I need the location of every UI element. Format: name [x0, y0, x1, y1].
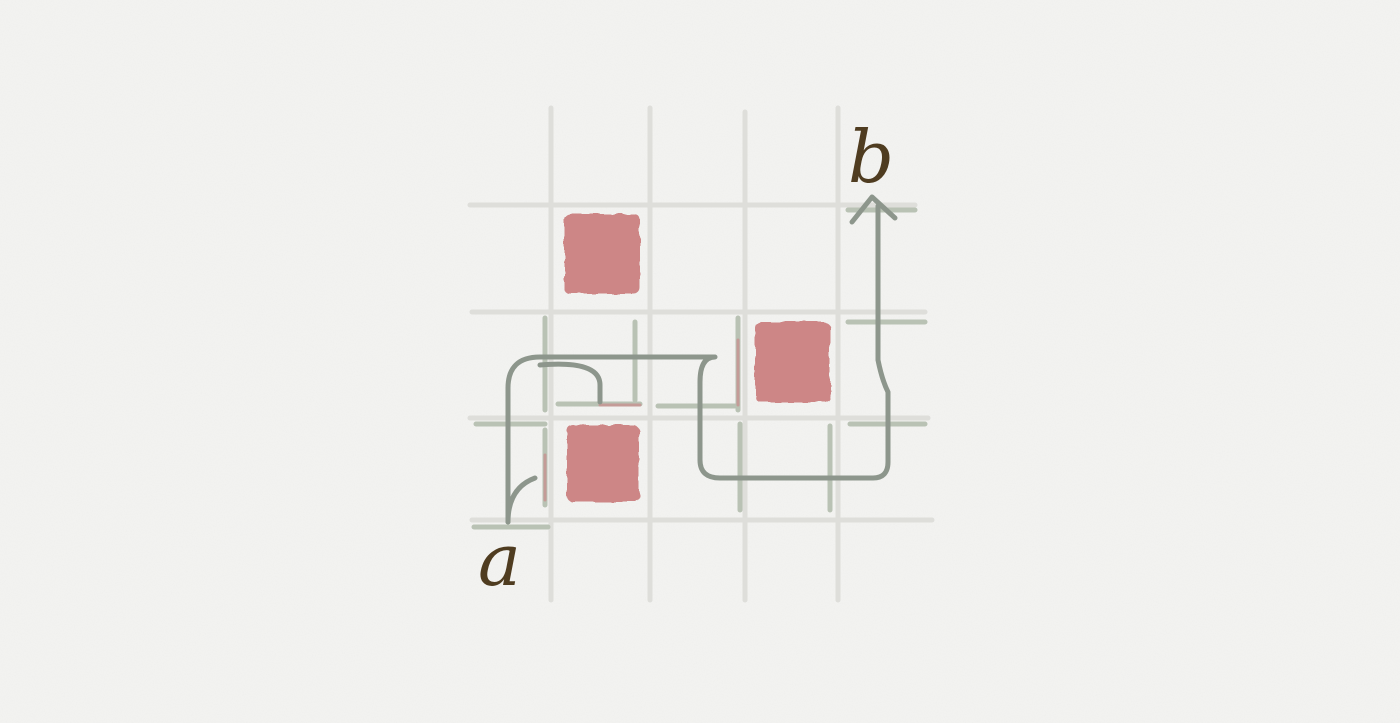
- start-label: a: [478, 518, 521, 602]
- blocked-cell: [564, 214, 640, 294]
- route-branch: [537, 361, 603, 405]
- route-arrowhead-icon: [849, 194, 898, 225]
- route-path: [505, 194, 898, 525]
- route-main: [505, 203, 891, 525]
- end-label: b: [848, 115, 894, 199]
- grid-lines: [467, 105, 935, 603]
- blocked-cell: [567, 425, 639, 502]
- route-start-curve: [505, 475, 538, 525]
- blocked-cells: [564, 214, 830, 502]
- blocked-cell: [755, 322, 830, 402]
- wall-accents: [543, 338, 740, 502]
